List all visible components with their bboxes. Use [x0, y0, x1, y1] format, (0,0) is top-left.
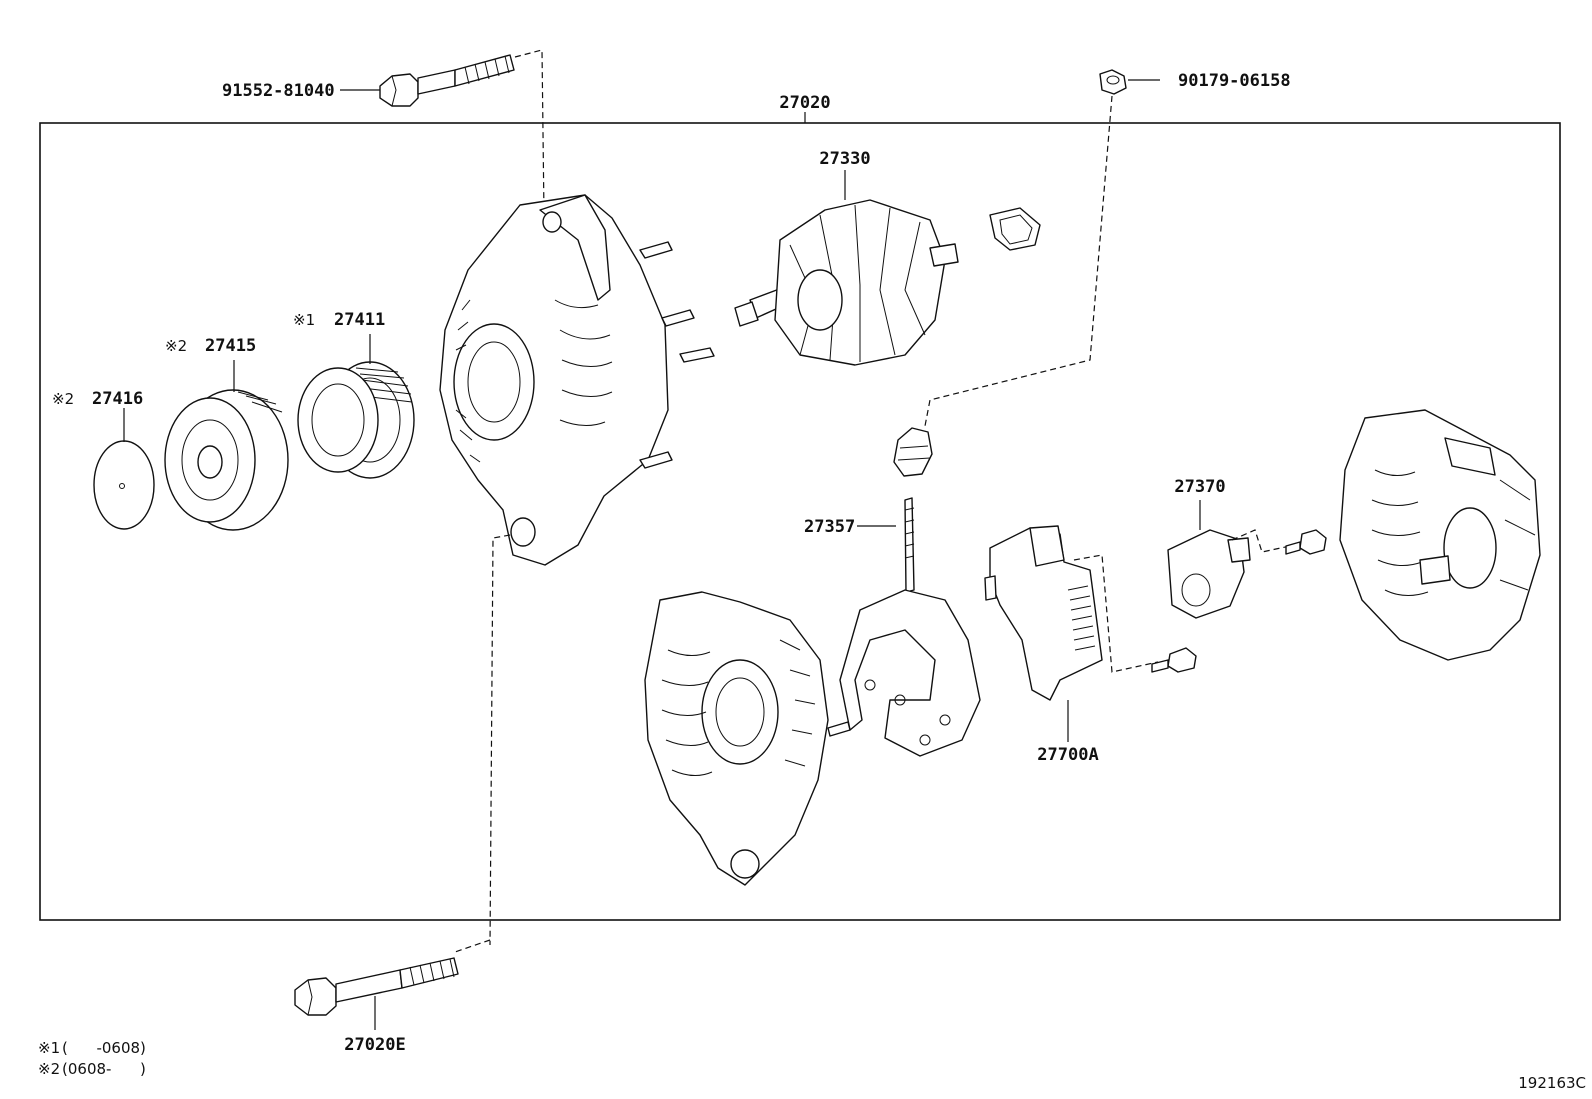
label-clutch-pulley: 27411 — [334, 310, 385, 330]
label-regulator: 27700A — [1037, 745, 1098, 765]
brush-holder-screw-icon — [1285, 529, 1327, 555]
label-terminal-insulator: 27357 — [804, 517, 855, 537]
mark-pulley-cap: ※2 — [52, 390, 74, 408]
rectifier-icon — [839, 497, 981, 757]
footnote-2-mark: ※2 — [38, 1060, 60, 1078]
bolt-bottom-icon — [294, 957, 459, 1016]
rotor-icon — [734, 199, 959, 366]
drive-end-frame-icon — [439, 194, 715, 566]
label-pulley-cap: 27416 — [92, 389, 143, 409]
rear-frame-icon — [644, 591, 851, 886]
footnote-1-text: ( -0608) — [62, 1039, 146, 1057]
mark-clutch-pulley: ※1 — [293, 311, 315, 329]
footnote-2-text: (0608- ) — [62, 1060, 146, 1078]
label-brush-holder: 27370 — [1174, 477, 1225, 497]
footnote-1-mark: ※1 — [38, 1039, 60, 1057]
brush-holder-icon — [1167, 529, 1251, 619]
label-rotor: 27330 — [819, 149, 870, 169]
nut-top-icon — [1099, 69, 1127, 95]
rear-cover-icon — [1339, 409, 1541, 661]
pulley-cap-icon — [93, 440, 155, 530]
label-pulley: 27415 — [205, 336, 256, 356]
rotor-ring-icon — [989, 207, 1041, 251]
mark-pulley: ※2 — [165, 337, 187, 355]
label-nut-top: 90179-06158 — [1178, 71, 1291, 91]
regulator-icon — [984, 525, 1103, 701]
assembly-frame — [39, 122, 1561, 921]
assembly-label: 27020 — [779, 93, 830, 113]
clutch-pulley-icon — [297, 361, 415, 479]
regulator-screw-icon — [1151, 647, 1197, 673]
terminal-insulator-icon — [893, 427, 933, 477]
pulley-icon — [164, 389, 289, 531]
bolt-top-icon — [379, 54, 515, 107]
label-bolt-bottom: 27020E — [344, 1035, 405, 1055]
figure-code: 192163C — [1518, 1074, 1586, 1092]
label-bolt-top: 91552-81040 — [222, 81, 335, 101]
